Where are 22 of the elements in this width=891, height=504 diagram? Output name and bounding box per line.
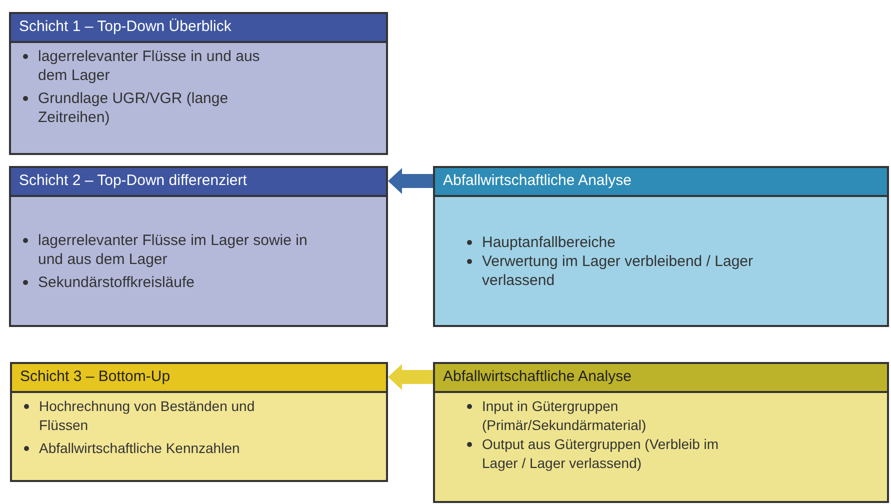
bullet-text: lagerrelevanter Flüsse in und aus dem Lager — [38, 47, 261, 85]
layer-box — [10, 362, 388, 482]
bullet-text: Verwertung im Lager verbleibend / Lager verlassend — [482, 252, 754, 290]
box-heading: Abfallwirtschaftliche Analyse — [435, 364, 887, 393]
box-heading: Schicht 3 – Bottom-Up — [12, 364, 386, 393]
bullet-text: Sekundärstoffkreisläufe — [38, 272, 194, 292]
bullet-text: lagerrelevanter Flüsse im Lager sowie in und aus dem Lager — [38, 230, 308, 268]
layer-box — [433, 362, 889, 503]
bullet-text: Abfallwirtschaftliche Kennzahlen — [39, 439, 240, 458]
layer-box — [433, 166, 889, 327]
block-arrow — [388, 168, 433, 194]
box-heading: Schicht 2 – Top-Down differenziert — [11, 168, 386, 197]
layer-box — [9, 12, 388, 155]
box-heading: Schicht 1 – Top-Down Überblick — [11, 14, 386, 43]
block-arrow — [388, 364, 433, 390]
box-heading: Abfallwirtschaftliche Analyse — [435, 168, 887, 197]
layer-box — [9, 166, 388, 327]
bullet-text: Hauptanfallbereiche — [482, 232, 616, 252]
bullet-text: Input in Gütergruppen (Primär/Sekundärmaterial) — [482, 397, 648, 435]
bullet-text: Hochrechnung von Beständen und Flüssen — [39, 397, 256, 435]
bullet-text: Grundlage UGR/VGR (lange Zeitreihen) — [38, 89, 230, 127]
bullet-text: Output aus Gütergruppen (Verbleib im Lager / Lager verlassend) — [482, 435, 720, 473]
